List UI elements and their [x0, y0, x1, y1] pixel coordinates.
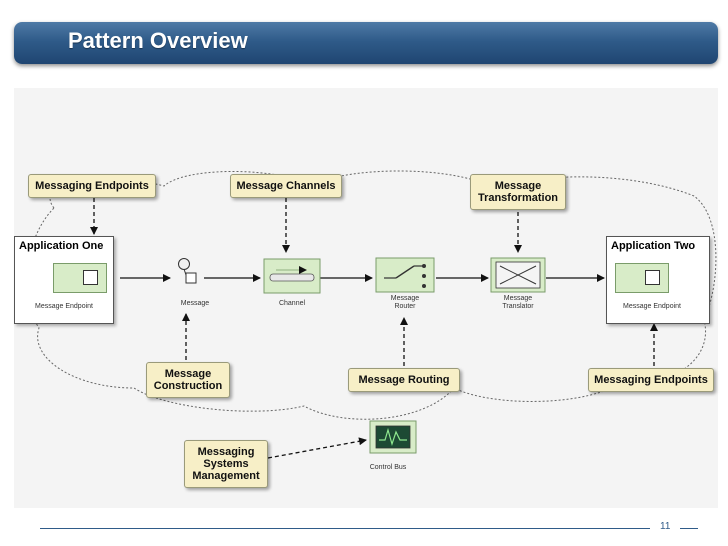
application-two-box: Application Two Message Endpoint — [606, 236, 710, 324]
callout-text-line2: Construction — [153, 380, 223, 392]
translator-label-line1: Message — [504, 295, 533, 302]
callout-text: Message Routing — [358, 374, 450, 386]
callout-text-line3: Management — [192, 470, 260, 482]
router-label-line2: Router — [394, 303, 416, 310]
router-icon — [375, 257, 435, 293]
application-one-box: Application One Message Endpoint — [14, 236, 114, 324]
callout-text-line1: Messaging — [197, 446, 255, 458]
title-bar: Pattern Overview — [14, 22, 718, 64]
callout-message-construction: Message Construction — [146, 362, 230, 398]
endpoint-square — [83, 270, 98, 285]
application-two-title: Application Two — [611, 240, 696, 252]
control-bus-label: Control Bus — [370, 464, 407, 471]
channel-icon — [263, 258, 321, 294]
application-two-endpoint-label: Message Endpoint — [623, 303, 681, 310]
endpoint-square — [645, 270, 660, 285]
router-label-line1: Message — [391, 295, 420, 302]
callout-text-line1: Message — [164, 368, 212, 380]
callout-text: Message Channels — [236, 180, 336, 192]
callout-text-line2: Transformation — [477, 192, 559, 204]
callout-message-transformation: Message Transformation — [470, 174, 566, 210]
page-number: 11 — [660, 521, 671, 532]
callout-messaging-endpoints-top: Messaging Endpoints — [28, 174, 156, 198]
diagram-canvas: Message Channel Message Router Message — [14, 88, 718, 508]
callout-message-channels: Message Channels — [230, 174, 342, 198]
translator-label-line2: Translator — [502, 303, 534, 310]
application-two-endpoint-icon — [615, 263, 669, 293]
diagram-svg: Message Channel Message Router Message — [26, 170, 717, 471]
application-one-endpoint-icon — [53, 263, 107, 293]
callout-text-line2: Systems — [203, 458, 249, 470]
message-icon — [178, 258, 197, 284]
callout-text: Messaging Endpoints — [594, 374, 708, 386]
callout-messaging-endpoints-bottom: Messaging Endpoints — [588, 368, 714, 392]
control-bus-icon — [369, 420, 417, 454]
footer-rule-left — [40, 528, 650, 529]
callout-text-line1: Message — [494, 180, 542, 192]
callout-message-routing: Message Routing — [348, 368, 460, 392]
message-label: Message — [181, 300, 210, 307]
translator-icon — [490, 257, 546, 293]
application-one-title: Application One — [19, 240, 104, 252]
application-one-endpoint-label: Message Endpoint — [35, 303, 93, 310]
page-title: Pattern Overview — [68, 28, 248, 53]
callout-text: Messaging Endpoints — [35, 180, 149, 192]
arrow-management-to-control-bus — [267, 437, 367, 459]
channel-label: Channel — [279, 300, 306, 307]
footer-rule-right — [680, 528, 698, 529]
callout-systems-management: Messaging Systems Management — [184, 440, 268, 488]
